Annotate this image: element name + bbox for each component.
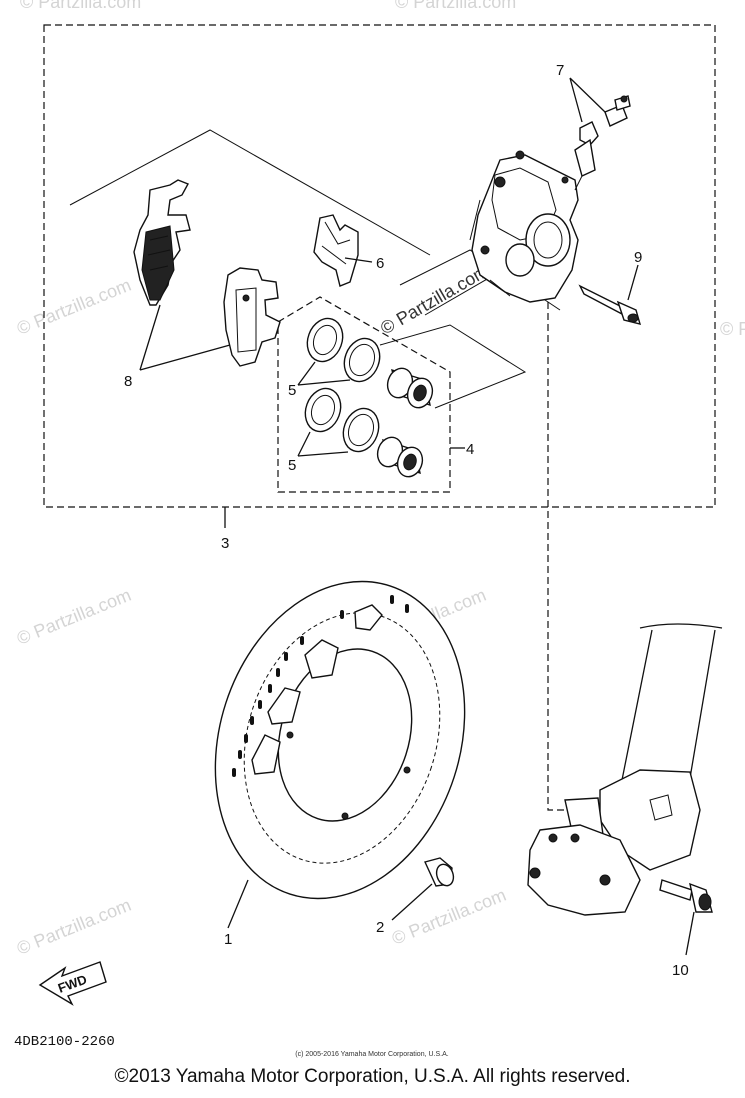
- watermark-text: © Partzilla.com: [14, 275, 134, 339]
- guide-line: [69, 129, 431, 256]
- brake-pad: [133, 179, 191, 306]
- caliper-bolt: [578, 284, 642, 325]
- leader-9: [627, 264, 639, 301]
- caliper-piston: [386, 367, 434, 409]
- callout-9: 9: [634, 249, 642, 266]
- caliper-body: [469, 150, 579, 303]
- front-fork: [527, 623, 723, 916]
- watermark-text: © Partzilla.com: [14, 895, 134, 959]
- callout-7: 7: [556, 62, 564, 79]
- mount-guide-line: [547, 280, 600, 811]
- watermark-text: © Partzilla.com: [395, 0, 516, 12]
- leader-5: [297, 361, 351, 386]
- callout-2: 2: [376, 919, 384, 936]
- callout-8: 8: [124, 373, 132, 390]
- diagram-code: 4DB2100-2260: [14, 1034, 115, 1050]
- bleed-screw: [604, 95, 631, 127]
- watermark-text: © Partzilla.com: [377, 260, 492, 338]
- caliper-piston: [376, 436, 424, 478]
- fwd-arrow: FWD: [38, 961, 107, 1006]
- callout-1: 1: [224, 931, 232, 948]
- leader-2: [391, 883, 433, 921]
- callout-3: 3: [221, 535, 229, 552]
- caliper-assembly-box: [43, 24, 716, 508]
- leader-6: [344, 257, 373, 263]
- small-copyright: (c) 2005-2016 Yamaha Motor Corporation, …: [295, 1051, 448, 1058]
- callout-5: 5: [288, 382, 296, 399]
- leader-10: [685, 911, 695, 956]
- watermark-text: © Partzilla.com: [389, 885, 509, 949]
- callout-10: 10: [672, 962, 689, 979]
- leader-8: [139, 304, 231, 371]
- dust-seal: [342, 407, 380, 453]
- watermark-text: © Partzilla.com: [14, 585, 134, 649]
- guide-line: [379, 324, 527, 409]
- watermark-text: © Partzilla.com: [720, 319, 745, 339]
- callout-5: 5: [288, 457, 296, 474]
- seal-kit-box: [277, 296, 451, 493]
- pad-spring: [313, 214, 359, 287]
- brake-disc: [214, 580, 466, 900]
- piston-seal: [306, 317, 344, 363]
- footer-copyright: ©2013 Yamaha Motor Corporation, U.S.A. A…: [114, 1066, 631, 1087]
- watermark-text: © Partzilla.com: [20, 0, 141, 12]
- disc-bolt: [424, 857, 455, 887]
- leader-5: [297, 431, 349, 457]
- callout-4: 4: [466, 441, 474, 458]
- fork-bolt: [659, 879, 713, 913]
- piston-seal: [304, 387, 342, 433]
- dust-seal: [343, 337, 381, 383]
- brake-pad: [223, 267, 281, 367]
- leader-7: [569, 77, 606, 123]
- callout-6: 6: [376, 255, 384, 272]
- leader-1: [227, 879, 249, 929]
- bleed-screw-cap: [574, 121, 599, 191]
